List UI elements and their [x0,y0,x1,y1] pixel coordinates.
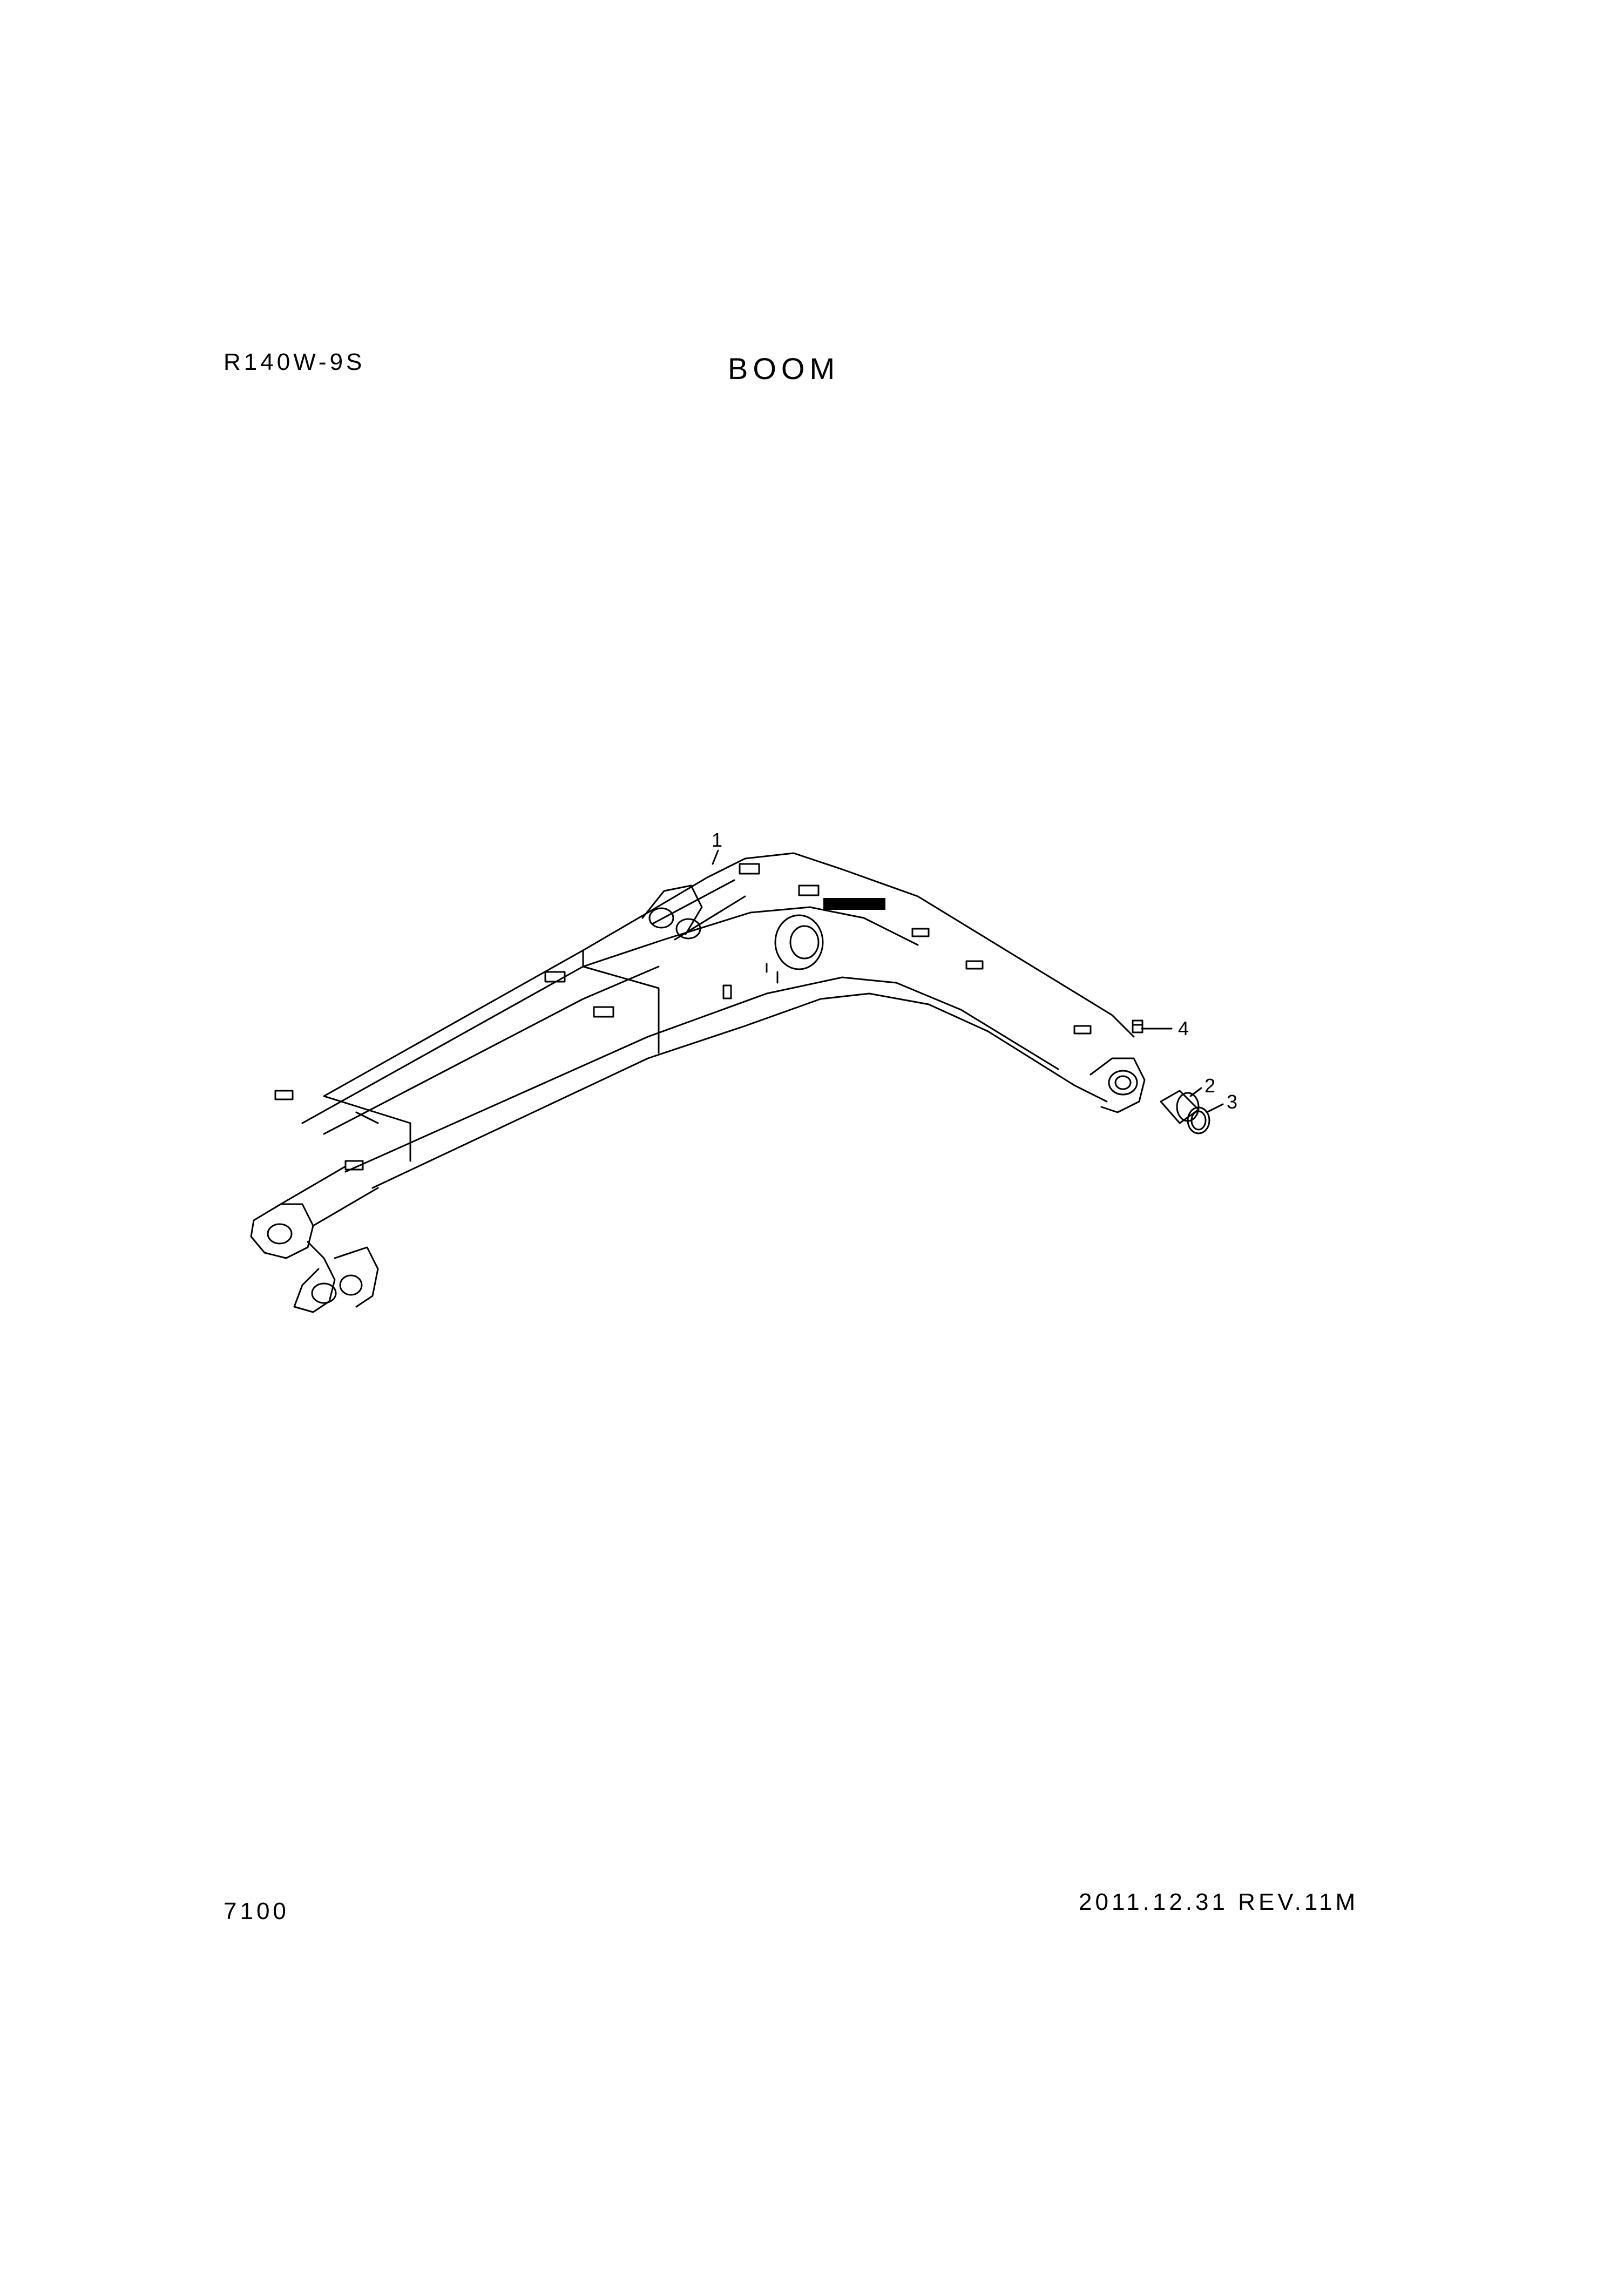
page-number: 7100 [224,1898,289,1924]
callout-4: 4 [1178,1017,1189,1039]
leader-line-3 [1206,1103,1224,1113]
bushing-part [1160,1090,1200,1124]
callout-3: 3 [1227,1091,1237,1113]
model-code: R140W-9S [224,349,366,375]
seal-ring-part [1187,1106,1210,1134]
callout-2: 2 [1205,1075,1215,1097]
grease-nipple-part [1132,1019,1143,1033]
leader-line-2 [1189,1087,1202,1097]
leader-line-1 [712,849,719,865]
callout-1: 1 [712,829,722,851]
page-title: BOOM [728,352,840,386]
highlight-bar [823,898,885,910]
revision-date: 2011.12.31 REV.11M [1079,1889,1359,1915]
boom-body [250,852,1146,1313]
